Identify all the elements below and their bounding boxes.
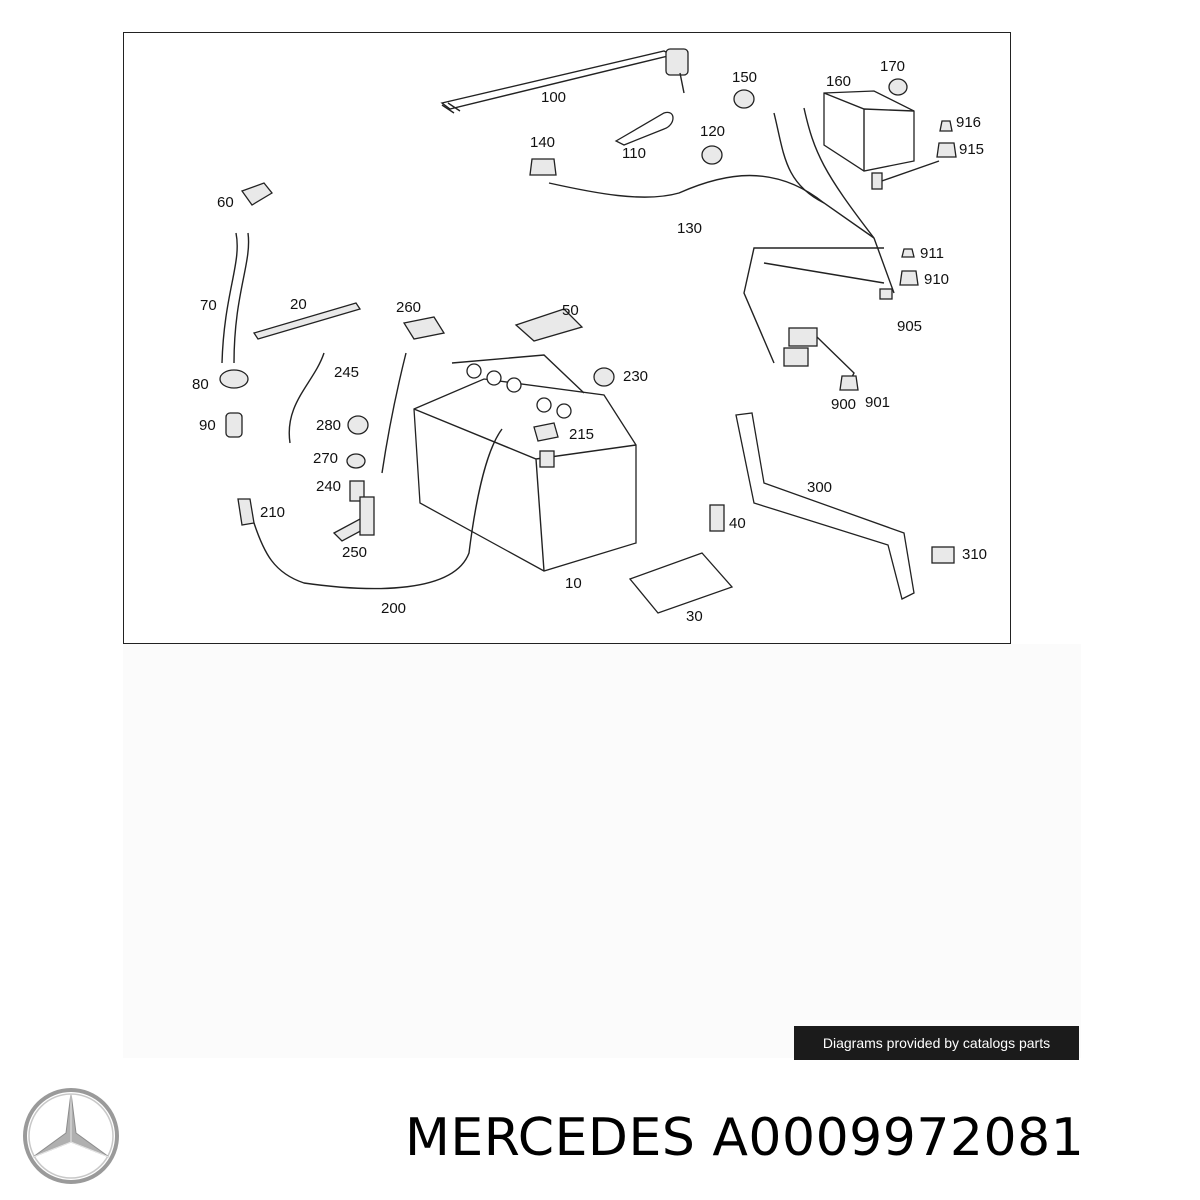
credit-banner: Diagrams provided by catalogs parts [794,1026,1079,1060]
part-number-caption: MERCEDES A0009972081 [405,1108,1085,1168]
parts-diagram [123,32,1011,644]
diagram-background-area [123,644,1081,1058]
mercedes-star-logo-icon [23,1088,119,1184]
battery-parts-drawing [219,48,957,614]
